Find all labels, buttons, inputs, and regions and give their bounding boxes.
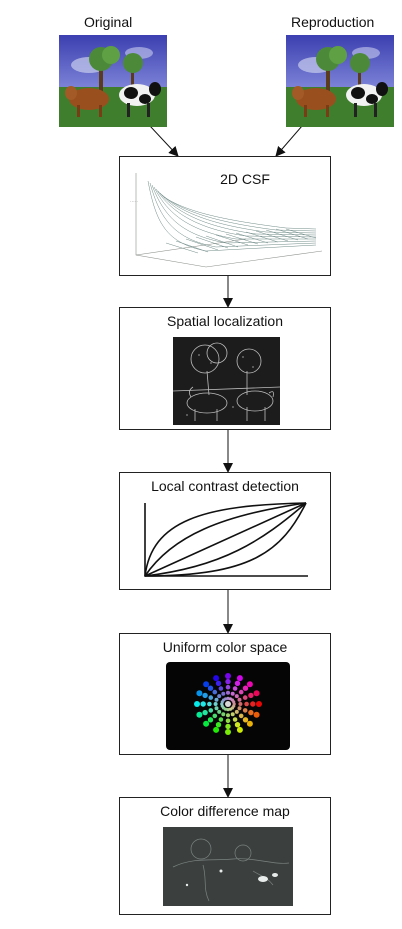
csf-surface-plot-icon: ····· (126, 163, 324, 271)
stage-spatial-title: Spatial localization (167, 313, 283, 329)
color-wheel-dot (237, 706, 242, 711)
stage-color-title: Uniform color space (162, 639, 288, 655)
color-wheel-dot (234, 680, 241, 686)
color-wheel-dot (234, 709, 239, 714)
color-wheel-dot (212, 689, 218, 695)
stage-difference-box: Color difference map (119, 797, 331, 915)
color-wheel-dot (207, 701, 212, 707)
color-wheel-dot (242, 695, 248, 700)
color-wheel-icon (166, 662, 290, 750)
color-wheel-dot (207, 717, 214, 723)
color-wheel-dot (225, 673, 231, 679)
color-wheel-dot (208, 695, 214, 700)
reproduction-image (286, 35, 394, 127)
color-wheel-dot (256, 701, 262, 707)
reproduction-label: Reproduction (291, 14, 375, 30)
color-wheel-dot (207, 685, 214, 691)
stage-csf-box: ····· 2D CSF (119, 156, 331, 276)
color-wheel-dot (242, 685, 249, 691)
color-wheel-dot (217, 694, 222, 699)
color-wheel-dot (224, 697, 228, 701)
color-wheel-dot (218, 686, 224, 691)
color-wheel-dot (221, 691, 226, 696)
color-wheel-dot (202, 692, 208, 699)
color-wheel-dot (238, 702, 243, 706)
color-wheel-dot (225, 678, 231, 685)
color-wheel-dot (246, 720, 253, 727)
color-wheel-dot (230, 712, 235, 717)
color-wheel-dot (213, 702, 218, 706)
color-wheel-dot (236, 726, 243, 733)
svg-text:·····: ····· (130, 199, 138, 205)
color-wheel-dot (226, 713, 230, 718)
color-wheel-dot (194, 701, 200, 707)
color-wheel-dot (212, 713, 218, 719)
stage-contrast-box: Local contrast detection (119, 472, 331, 590)
color-wheel-dot (226, 690, 230, 695)
color-wheel-dot (236, 675, 243, 682)
color-wheel-dot (250, 701, 256, 707)
color-wheel-dot (234, 694, 239, 699)
color-wheel-dot (215, 722, 222, 728)
color-wheel-dot (237, 697, 242, 702)
color-wheel-dot (238, 689, 244, 695)
color-wheel-dot (232, 700, 236, 704)
color-wheel-dot (242, 708, 248, 713)
original-image (59, 35, 167, 127)
original-label: Original (84, 14, 133, 30)
color-wheel-dot (226, 708, 230, 712)
edge-image-icon (173, 337, 280, 425)
color-wheel-dot (213, 726, 220, 733)
color-wheel-dot (196, 711, 203, 718)
color-wheel-dot (246, 681, 253, 688)
color-wheel-dot (232, 686, 238, 691)
color-wheel-dot (248, 692, 254, 699)
color-wheel-dot (244, 701, 249, 707)
color-wheel-dot (242, 717, 249, 723)
color-wheel-dot (225, 729, 231, 735)
color-wheel-dot (253, 711, 260, 718)
contrast-curves-icon (142, 501, 312, 581)
color-wheel-dot (214, 706, 219, 711)
color-wheel-dot (221, 712, 226, 717)
stage-csf-title: 2D CSF (220, 171, 270, 187)
color-wheel-dot (213, 675, 220, 682)
color-wheel-dot (234, 722, 241, 728)
color-wheel-dot (214, 697, 219, 702)
color-wheel-dot (217, 709, 222, 714)
stage-difference-title: Color difference map (160, 803, 290, 819)
color-wheel-dot (203, 681, 210, 688)
color-wheel-center (225, 701, 231, 707)
arrow-reproduction-to-csf (275, 125, 303, 157)
color-wheel-dot (215, 680, 222, 686)
difference-map-icon (163, 827, 293, 906)
color-wheel-dot (253, 690, 260, 697)
color-wheel-dot (225, 718, 231, 724)
color-wheel-dot (228, 707, 232, 711)
color-wheel-dot (202, 709, 208, 716)
color-wheel-dot (232, 717, 238, 722)
color-wheel-dot (230, 691, 235, 696)
color-wheel-dot (218, 717, 224, 722)
stage-contrast-title: Local contrast detection (151, 478, 299, 494)
color-wheel-dot (226, 696, 230, 700)
color-wheel-dot (200, 701, 206, 707)
stage-color-box: Uniform color space (119, 633, 331, 755)
color-wheel-dot (196, 690, 203, 697)
color-wheel-dot (203, 720, 210, 727)
color-wheel-dot (208, 708, 214, 713)
stage-spatial-box: Spatial localization (119, 307, 331, 430)
arrow-original-to-csf (149, 125, 179, 157)
color-wheel-dot (248, 709, 254, 716)
color-wheel-dot (225, 723, 231, 730)
color-wheel-dot (238, 713, 244, 719)
color-wheel-dot (225, 684, 231, 690)
